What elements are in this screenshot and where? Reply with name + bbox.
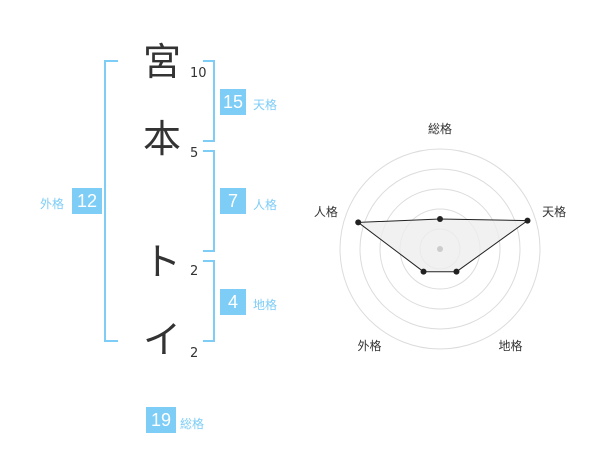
radar-axis-label-chikaku: 地格 <box>498 338 522 353</box>
gaikaku-label: 外格 <box>40 197 65 211</box>
name-char-3: ト <box>142 240 181 284</box>
radar-axis-label-tenkaku: 天格 <box>542 204 566 219</box>
stroke-count-1: 10 <box>190 66 207 81</box>
gaikaku-value-box: 12 <box>72 188 102 214</box>
tenkaku-value-box: 15 <box>220 89 246 115</box>
radar-point <box>355 219 362 226</box>
radar-point <box>420 268 427 275</box>
radar-chart: 総格 天格 地格 外格 人格 <box>314 121 566 353</box>
jinkaku-label: 人格 <box>253 198 278 212</box>
stroke-count-2: 5 <box>190 146 199 161</box>
radar-point <box>453 268 460 275</box>
gaikaku-bracket <box>104 60 118 342</box>
radar-axis-label-soukaku: 総格 <box>428 121 452 136</box>
radar-ring <box>379 188 501 310</box>
soukaku-value-box: 19 <box>146 407 176 433</box>
radar-axis-label-jinkaku: 人格 <box>314 204 338 219</box>
chikaku-bracket <box>203 260 215 342</box>
radar-point <box>437 216 443 222</box>
stroke-count-3: 2 <box>190 264 199 279</box>
radar-points <box>355 216 531 275</box>
radar-ring <box>339 148 541 350</box>
radar-center-dot <box>437 246 443 252</box>
radar-ring <box>359 168 521 330</box>
radar-axis-label-gaikaku: 外格 <box>357 338 381 353</box>
radar-point <box>524 217 531 224</box>
name-char-1: 宮 <box>142 40 181 84</box>
jinkaku-value-box: 7 <box>220 188 246 214</box>
chikaku-label: 地格 <box>253 298 278 312</box>
tenkaku-label: 天格 <box>253 98 278 112</box>
stroke-count-4: 2 <box>190 346 199 361</box>
tenkaku-bracket <box>203 60 215 142</box>
name-char-4: イ <box>142 318 181 362</box>
name-char-2: 本 <box>142 117 181 161</box>
jinkaku-bracket <box>203 150 215 252</box>
soukaku-label: 総格 <box>180 417 205 431</box>
chikaku-value-box: 4 <box>220 289 246 315</box>
radar-polygon <box>356 218 530 273</box>
